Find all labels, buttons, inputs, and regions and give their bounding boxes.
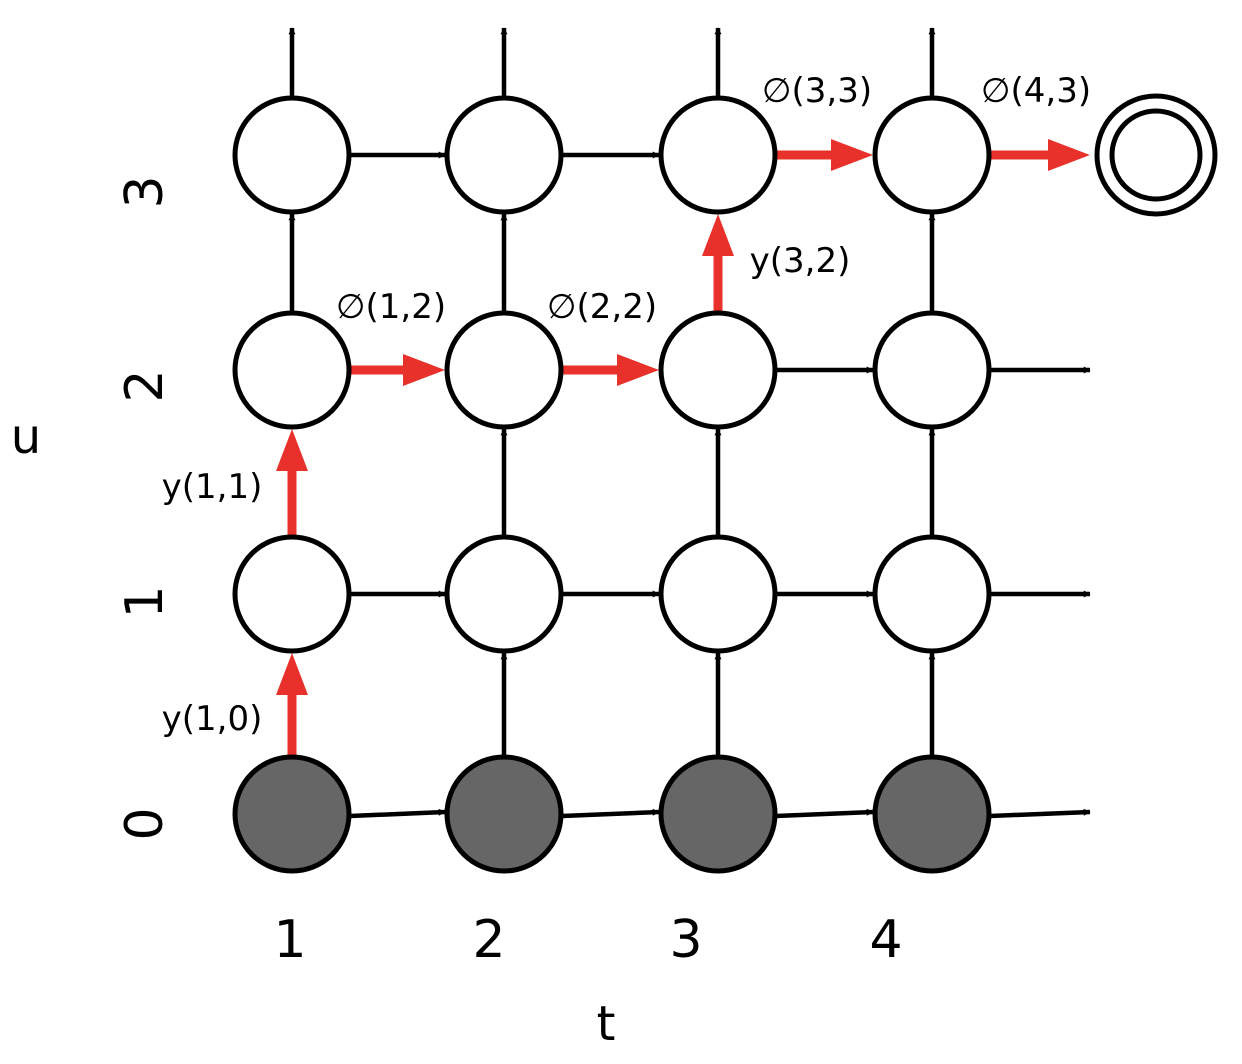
path-edge-v-t1-u0 xyxy=(276,653,308,756)
t-axis-ticks: 1 2 3 4 xyxy=(273,910,902,970)
path-edge-v-t1-u1 xyxy=(276,429,308,536)
u-tick-2: 2 xyxy=(115,369,175,402)
path-edge-v-t3-u2 xyxy=(702,214,734,312)
edge-h-u0-t2 xyxy=(561,808,660,819)
label-blank-4-3: ∅(4,3) xyxy=(981,71,1091,111)
node-t2-u0 xyxy=(444,754,564,874)
edge-h-u0-t3 xyxy=(775,808,874,819)
alignment-path-edges xyxy=(276,139,1090,756)
u-axis-ticks: 0 1 2 3 xyxy=(115,175,175,840)
label-blank-3-3: ∅(3,3) xyxy=(762,71,872,111)
node-t4-u1 xyxy=(872,534,992,654)
t-tick-2: 2 xyxy=(472,910,505,970)
t-tick-3: 3 xyxy=(669,910,702,970)
path-edge-h-u3-t4-final xyxy=(990,139,1090,171)
node-t4-u3 xyxy=(872,95,992,215)
u-tick-3: 3 xyxy=(115,175,175,208)
node-t1-u0 xyxy=(232,754,352,874)
path-edge-h-u2-t1 xyxy=(350,354,445,386)
u-axis-title: u xyxy=(11,409,41,465)
node-t2-u1 xyxy=(444,534,564,654)
edge-labels: y(1,0) y(1,1) ∅(1,2) ∅(2,2) y(3,2) ∅(3,3… xyxy=(162,71,1091,739)
label-y-3-2: y(3,2) xyxy=(750,241,851,281)
node-t1-u2 xyxy=(232,310,352,430)
node-t3-u0 xyxy=(658,754,778,874)
edge-h-u0-t4 xyxy=(989,808,1091,819)
node-t4-u0 xyxy=(872,754,992,874)
path-edge-h-u2-t2 xyxy=(562,354,659,386)
path-edge-h-u3-t3 xyxy=(776,139,873,171)
node-t4-u2 xyxy=(872,310,992,430)
lattice-nodes xyxy=(232,93,1218,874)
u-tick-0: 0 xyxy=(115,807,175,840)
label-blank-1-2: ∅(1,2) xyxy=(336,287,446,327)
t-tick-4: 4 xyxy=(869,910,902,970)
t-axis-title: t xyxy=(597,996,616,1052)
node-t3-u1 xyxy=(658,534,778,654)
label-y-1-1: y(1,1) xyxy=(162,467,263,507)
u-tick-1: 1 xyxy=(115,585,175,618)
node-t1-u1 xyxy=(232,534,352,654)
node-t1-u3 xyxy=(232,95,352,215)
label-y-1-0: y(1,0) xyxy=(162,699,263,739)
black-edges xyxy=(288,27,1091,819)
node-t3-u3 xyxy=(658,95,778,215)
final-node xyxy=(1094,93,1218,217)
t-tick-1: 1 xyxy=(273,910,306,970)
node-t3-u2 xyxy=(658,310,778,430)
node-t2-u2 xyxy=(444,310,564,430)
edge-h-u0-t1 xyxy=(349,808,446,819)
label-blank-2-2: ∅(2,2) xyxy=(547,287,657,327)
node-t2-u3 xyxy=(444,95,564,215)
